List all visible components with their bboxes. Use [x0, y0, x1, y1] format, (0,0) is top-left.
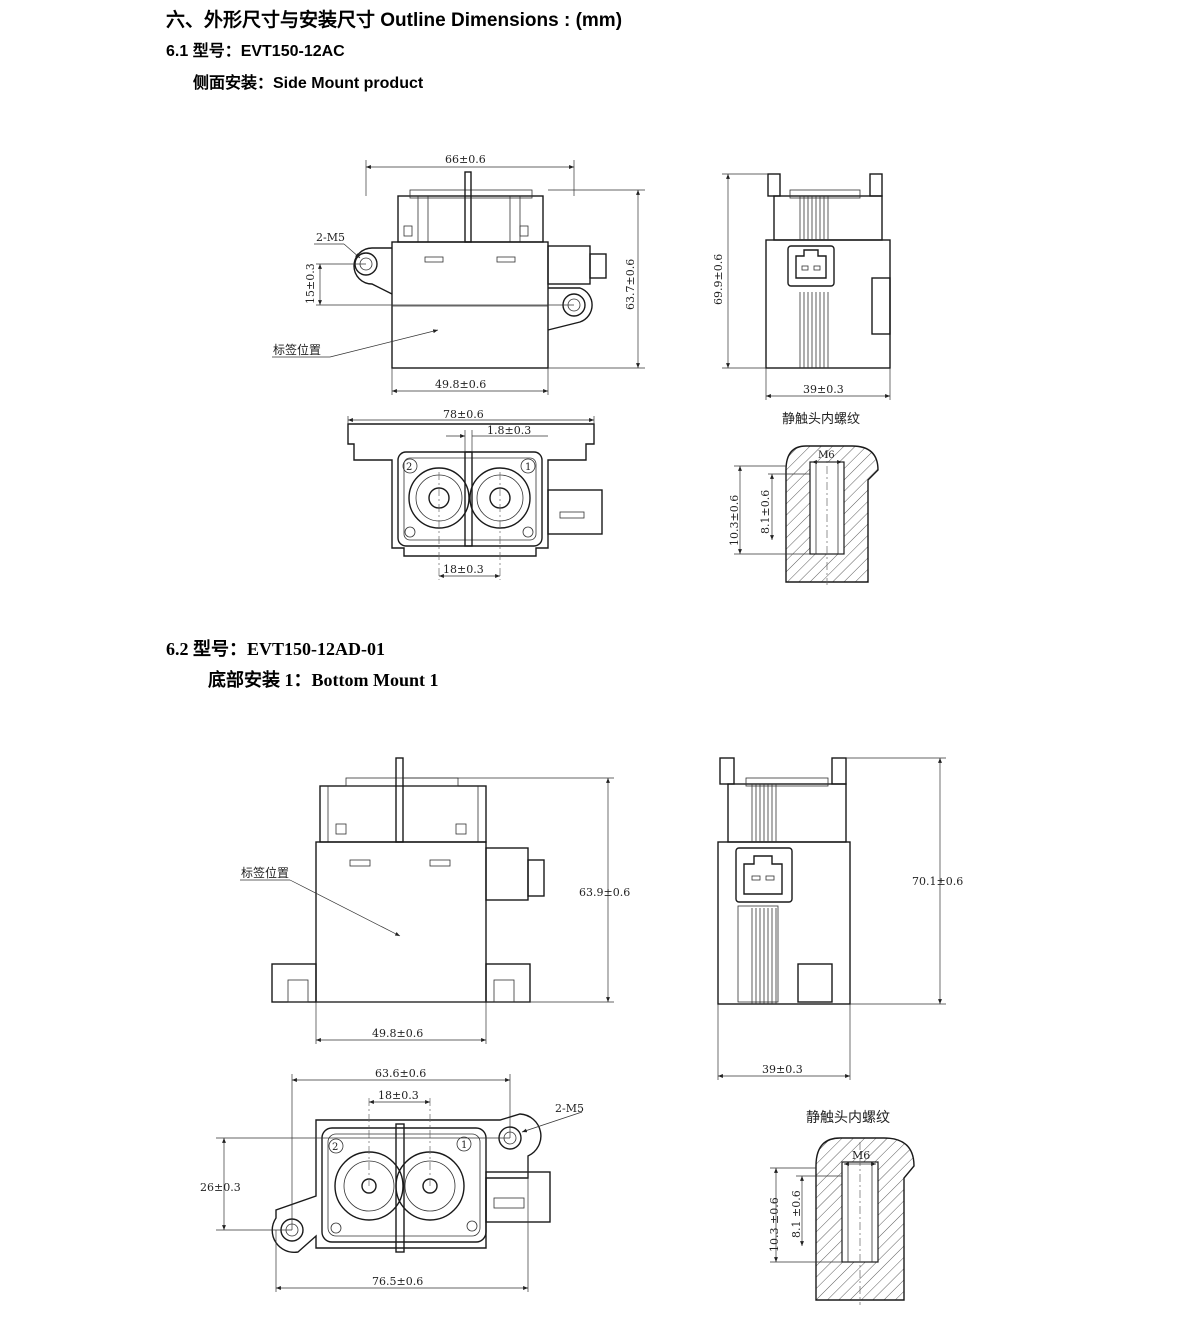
s2-terminal-1: 1 [461, 1140, 467, 1151]
s1-dim-side-height: 69.9±0.6 [712, 254, 725, 305]
s1-dim-top-gap: 1.8±0.3 [487, 424, 531, 437]
s2-dim-top-width: 63.6±0.6 [375, 1067, 426, 1080]
s2-terminal-2: 2 [332, 1142, 338, 1153]
s1-dim-top-width: 78±0.6 [443, 408, 484, 421]
s2-thread-outer: 10.3 ±0.6 [768, 1197, 781, 1252]
s1-dim-width: 66±0.6 [445, 153, 486, 166]
s2-side-view: 70.1±0.6 39±0.3 [717, 757, 963, 1080]
s2-label-position: 标签位置 [241, 865, 289, 880]
s1-dim-hole: 2-M5 [316, 231, 345, 244]
section-title: 六、外形尺寸与安装尺寸 Outline Dimensions : (mm) [166, 10, 623, 31]
s1-top-view: 2 1 78±0.6 1.8±0.3 18±0.3 [347, 408, 603, 580]
s2-dim-side-height: 70.1±0.6 [912, 875, 963, 888]
s2-thread-inner: 8.1 ±0.6 [790, 1190, 803, 1238]
s1-terminal-2: 2 [406, 462, 412, 473]
s2-top-view: 2 1 63.6±0.6 18±0.3 2-M5 26±0.3 76.5±0.6 [200, 1067, 584, 1292]
s1-thread-m6: M6 [818, 450, 835, 461]
s2-thread-title: 静触头内螺纹 [806, 1110, 890, 1126]
s1-side-view: 69.9±0.6 39±0.3 [712, 173, 891, 400]
mount-heading-6-2: 底部安装 1：Bottom Mount 1 [208, 670, 439, 690]
s1-label-position: 标签位置 [273, 342, 321, 357]
s2-dim-body: 49.8±0.6 [372, 1027, 423, 1040]
s1-thread-outer: 10.3±0.6 [728, 495, 741, 546]
s1-thread-inner: 8.1±0.6 [759, 490, 772, 534]
s2-thread-m6: M6 [852, 1149, 870, 1162]
s1-dim-15: 15±0.3 [304, 263, 317, 304]
s2-dim-height: 63.9±0.6 [579, 886, 630, 899]
s2-dim-26: 26±0.3 [200, 1181, 241, 1194]
s1-dim-top-pitch: 18±0.3 [443, 563, 484, 576]
s1-dim-body: 49.8±0.6 [435, 378, 486, 391]
s1-terminal-1: 1 [525, 462, 531, 473]
s2-dim-hole: 2-M5 [555, 1102, 584, 1115]
s1-thread-title: 静触头内螺纹 [782, 411, 860, 427]
model-heading-6-1: 6.1 型号：EVT150-12AC [166, 43, 345, 60]
s1-front-view: 66±0.6 63.7±0.6 15±0.3 2-M5 标签位置 49.8±0.… [272, 153, 645, 395]
s1-dim-side-width: 39±0.3 [803, 383, 844, 396]
s2-dim-base-width: 76.5±0.6 [372, 1275, 423, 1288]
s1-dim-height: 63.7±0.6 [624, 259, 637, 310]
mount-heading-6-1: 侧面安装：Side Mount product [193, 75, 424, 92]
s1-thread-section: 静触头内螺纹 M6 10.3±0.6 8.1±0.6 [728, 411, 879, 585]
s2-dim-side-width: 39±0.3 [762, 1063, 803, 1076]
s2-thread-section: 静触头内螺纹 M6 10.3 ±0.6 8.1 ±0.6 [768, 1110, 915, 1305]
model-heading-6-2: 6.2 型号：EVT150-12AD-01 [166, 639, 385, 659]
s2-front-view: 标签位置 63.9±0.6 49.8±0.6 [240, 757, 630, 1044]
s2-dim-top-pitch: 18±0.3 [378, 1089, 419, 1102]
